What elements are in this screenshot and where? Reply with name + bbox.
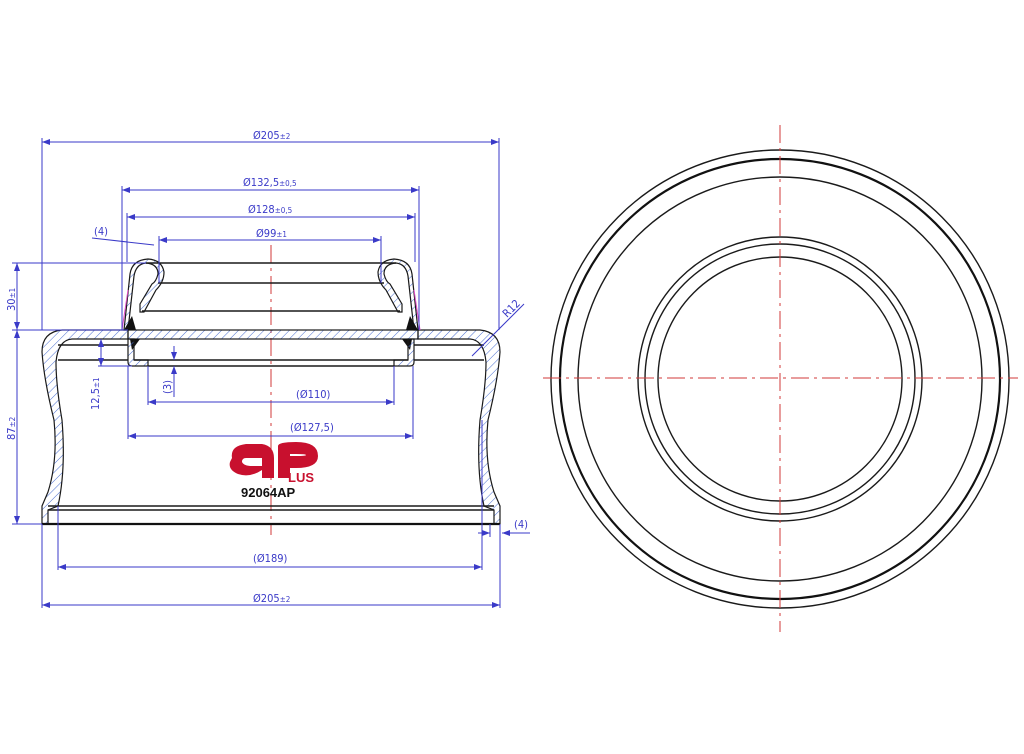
left-outer-wall	[41, 329, 129, 525]
dim-collar-outer-diameter: (Ø127,5)	[290, 421, 334, 434]
dim-opening-diameter: Ø99±1	[256, 227, 287, 240]
left-bead	[123, 258, 165, 331]
brand-logo: LUS 92064AP	[229, 442, 318, 500]
dim-body-height: 87±2	[5, 417, 18, 440]
section-view: Ø205±2 Ø132,5±0,5 Ø128±0,5 Ø99±1 (4) 30±…	[5, 129, 530, 608]
right-outer-wall	[417, 329, 501, 525]
dim-wall-thickness-bottom: (4)	[514, 518, 528, 531]
dim-bottom-inner-diameter: (Ø189)	[253, 552, 288, 565]
logo-p-glyph	[278, 442, 318, 478]
part-number: 92064AP	[241, 485, 296, 500]
dim-radius: R12	[500, 297, 523, 320]
dim-wall-thickness-top: (4)	[94, 225, 108, 238]
dim-collar-step: (3)	[161, 380, 174, 394]
dim-bead-diameter: Ø132,5±0,5	[243, 176, 297, 189]
dim-bead-height: 30±1	[5, 288, 18, 311]
flange-circle	[577, 176, 983, 582]
dim-collar-depth: 12,5±1	[89, 377, 102, 410]
dim-collar-inner-diameter: (Ø110)	[296, 388, 331, 401]
top-flange	[127, 329, 419, 340]
logo-suffix: LUS	[288, 470, 314, 485]
dim-outer-diameter-top: Ø205±2	[253, 129, 290, 142]
right-collar	[393, 338, 415, 367]
right-bead	[377, 258, 419, 331]
left-collar	[127, 338, 149, 367]
end-view	[543, 125, 1018, 632]
logo-a-glyph	[229, 444, 274, 478]
dim-outer-diameter-bottom: Ø205±2	[253, 592, 290, 605]
dim-inner-bead-diameter: Ø128±0,5	[248, 203, 292, 216]
